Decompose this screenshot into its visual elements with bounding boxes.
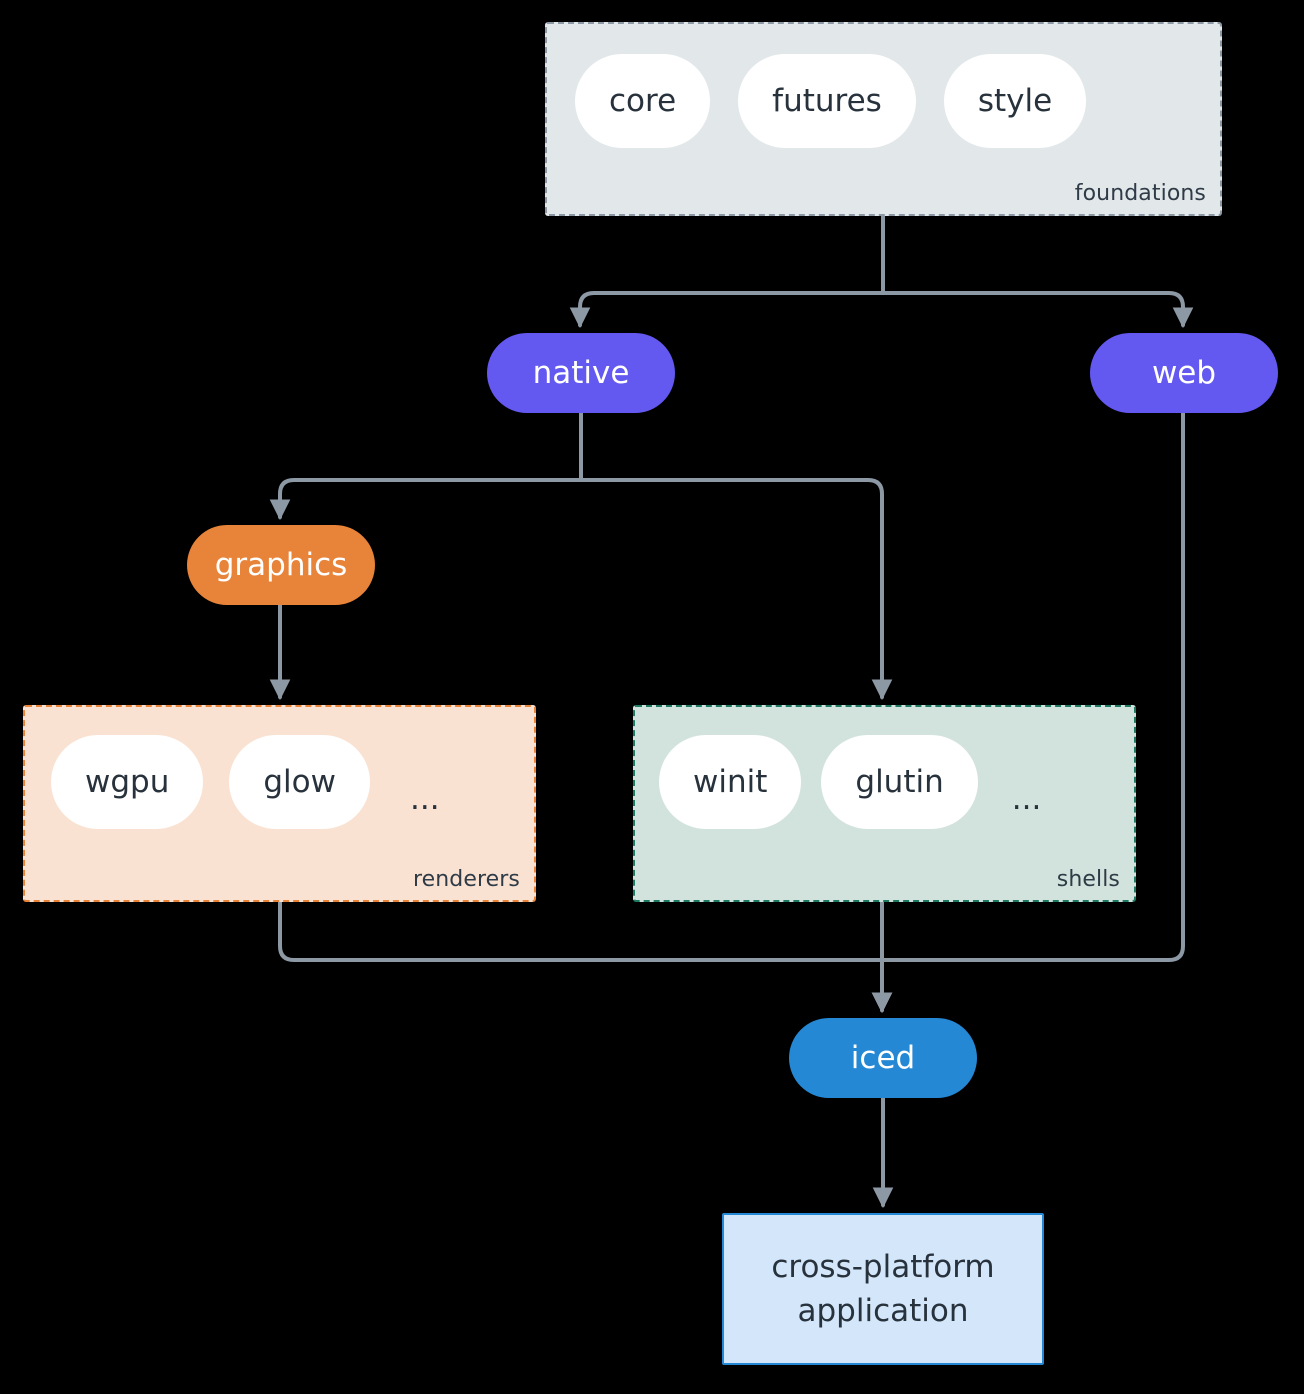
- group-renderers: wgpu glow ... renderers: [23, 705, 536, 902]
- foundations-items: core futures style: [575, 54, 1087, 148]
- edge-foundations-native: [569, 214, 885, 329]
- node-web[interactable]: web: [1090, 333, 1278, 413]
- renderers-items: wgpu glow ...: [51, 735, 454, 829]
- edge-renderers-iced: [278, 900, 893, 1014]
- application-line-2: application: [797, 1293, 969, 1329]
- crate-pill-glutin[interactable]: glutin: [821, 735, 978, 829]
- shells-items: winit glutin ...: [659, 735, 1055, 829]
- node-iced[interactable]: iced: [789, 1018, 977, 1098]
- crate-pill-futures[interactable]: futures: [738, 54, 916, 148]
- application-line-1: cross-platform: [771, 1248, 995, 1285]
- crate-pill-winit[interactable]: winit: [659, 735, 802, 829]
- shells-more-ellipsis: ...: [1011, 781, 1042, 817]
- edge-foundations-web: [881, 214, 1194, 329]
- group-label-shells: shells: [1056, 867, 1120, 892]
- group-label-foundations: foundations: [1074, 181, 1206, 206]
- crate-pill-core[interactable]: core: [575, 54, 711, 148]
- crate-pill-glow[interactable]: glow: [229, 735, 370, 829]
- node-graphics[interactable]: graphics: [187, 525, 375, 605]
- crate-pill-wgpu[interactable]: wgpu: [51, 735, 204, 829]
- group-label-renderers: renderers: [412, 867, 520, 892]
- group-shells: winit glutin ... shells: [633, 705, 1136, 902]
- group-foundations: core futures style foundations: [545, 22, 1222, 216]
- node-native[interactable]: native: [487, 333, 675, 413]
- edge-native-graphics: [269, 411, 583, 521]
- edge-native-shells: [579, 411, 893, 701]
- crate-pill-style[interactable]: style: [943, 54, 1087, 148]
- renderers-more-ellipsis: ...: [409, 781, 440, 817]
- node-cross-platform-application[interactable]: cross-platform application: [722, 1213, 1044, 1365]
